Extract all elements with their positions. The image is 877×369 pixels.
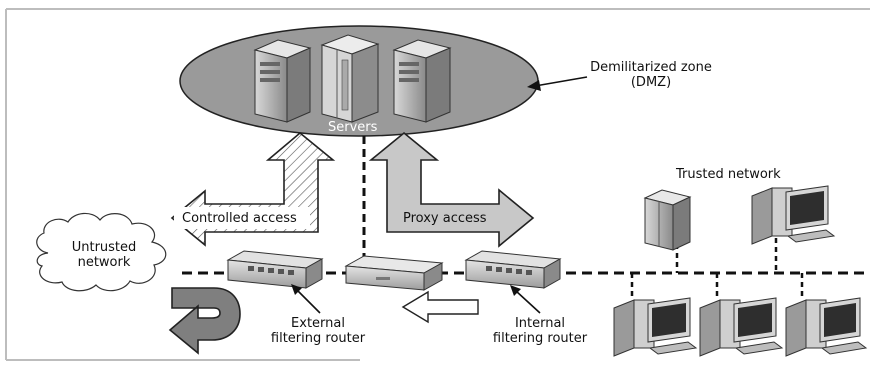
router-icon — [226, 250, 324, 289]
internal-router-line1: Internal — [514, 316, 566, 331]
proxy-access-arrow — [368, 131, 535, 248]
proxy-access-label: Proxy access — [403, 211, 487, 226]
external-router-line2: filtering router — [270, 331, 366, 346]
internal-router-pointer — [510, 285, 541, 314]
cloud-icon — [36, 212, 167, 292]
frame-border — [5, 8, 870, 361]
uturn-arrow-icon — [168, 287, 241, 355]
trusted-network-links — [630, 238, 804, 300]
server-tower-icon — [392, 39, 452, 123]
proxy-router-icon — [344, 255, 444, 291]
dmz-label-line2: (DMZ) — [630, 75, 672, 90]
dmz-pointer-arrow — [527, 76, 588, 91]
desktop-computer-icon — [751, 185, 836, 245]
untrusted-label-line1: Untrusted — [71, 240, 137, 255]
server-tower-icon — [253, 39, 312, 123]
untrusted-network-label: Untrusted network — [64, 240, 144, 270]
external-router-line1: External — [291, 316, 345, 331]
untrusted-label-line2: network — [77, 255, 131, 270]
desktop-computer-icon — [699, 297, 784, 357]
traffic-left-arrow — [401, 290, 479, 324]
desktop-computer-icon — [785, 297, 868, 357]
internal-router-label: Internal filtering router — [480, 316, 600, 346]
external-router-label: External filtering router — [258, 316, 378, 346]
server-tower-icon — [320, 34, 380, 123]
server-tower-icon — [643, 189, 692, 251]
desktop-computer-icon — [613, 297, 698, 357]
internal-router-line2: filtering router — [492, 331, 588, 346]
trusted-network-label: Trusted network — [676, 167, 781, 182]
servers-label: Servers — [328, 120, 378, 135]
router-icon — [464, 250, 562, 289]
dmz-label-line1: Demilitarized zone — [590, 60, 712, 75]
dmz-label: Demilitarized zone (DMZ) — [586, 60, 716, 90]
controlled-access-label: Controlled access — [182, 211, 297, 226]
external-router-pointer — [291, 284, 321, 314]
